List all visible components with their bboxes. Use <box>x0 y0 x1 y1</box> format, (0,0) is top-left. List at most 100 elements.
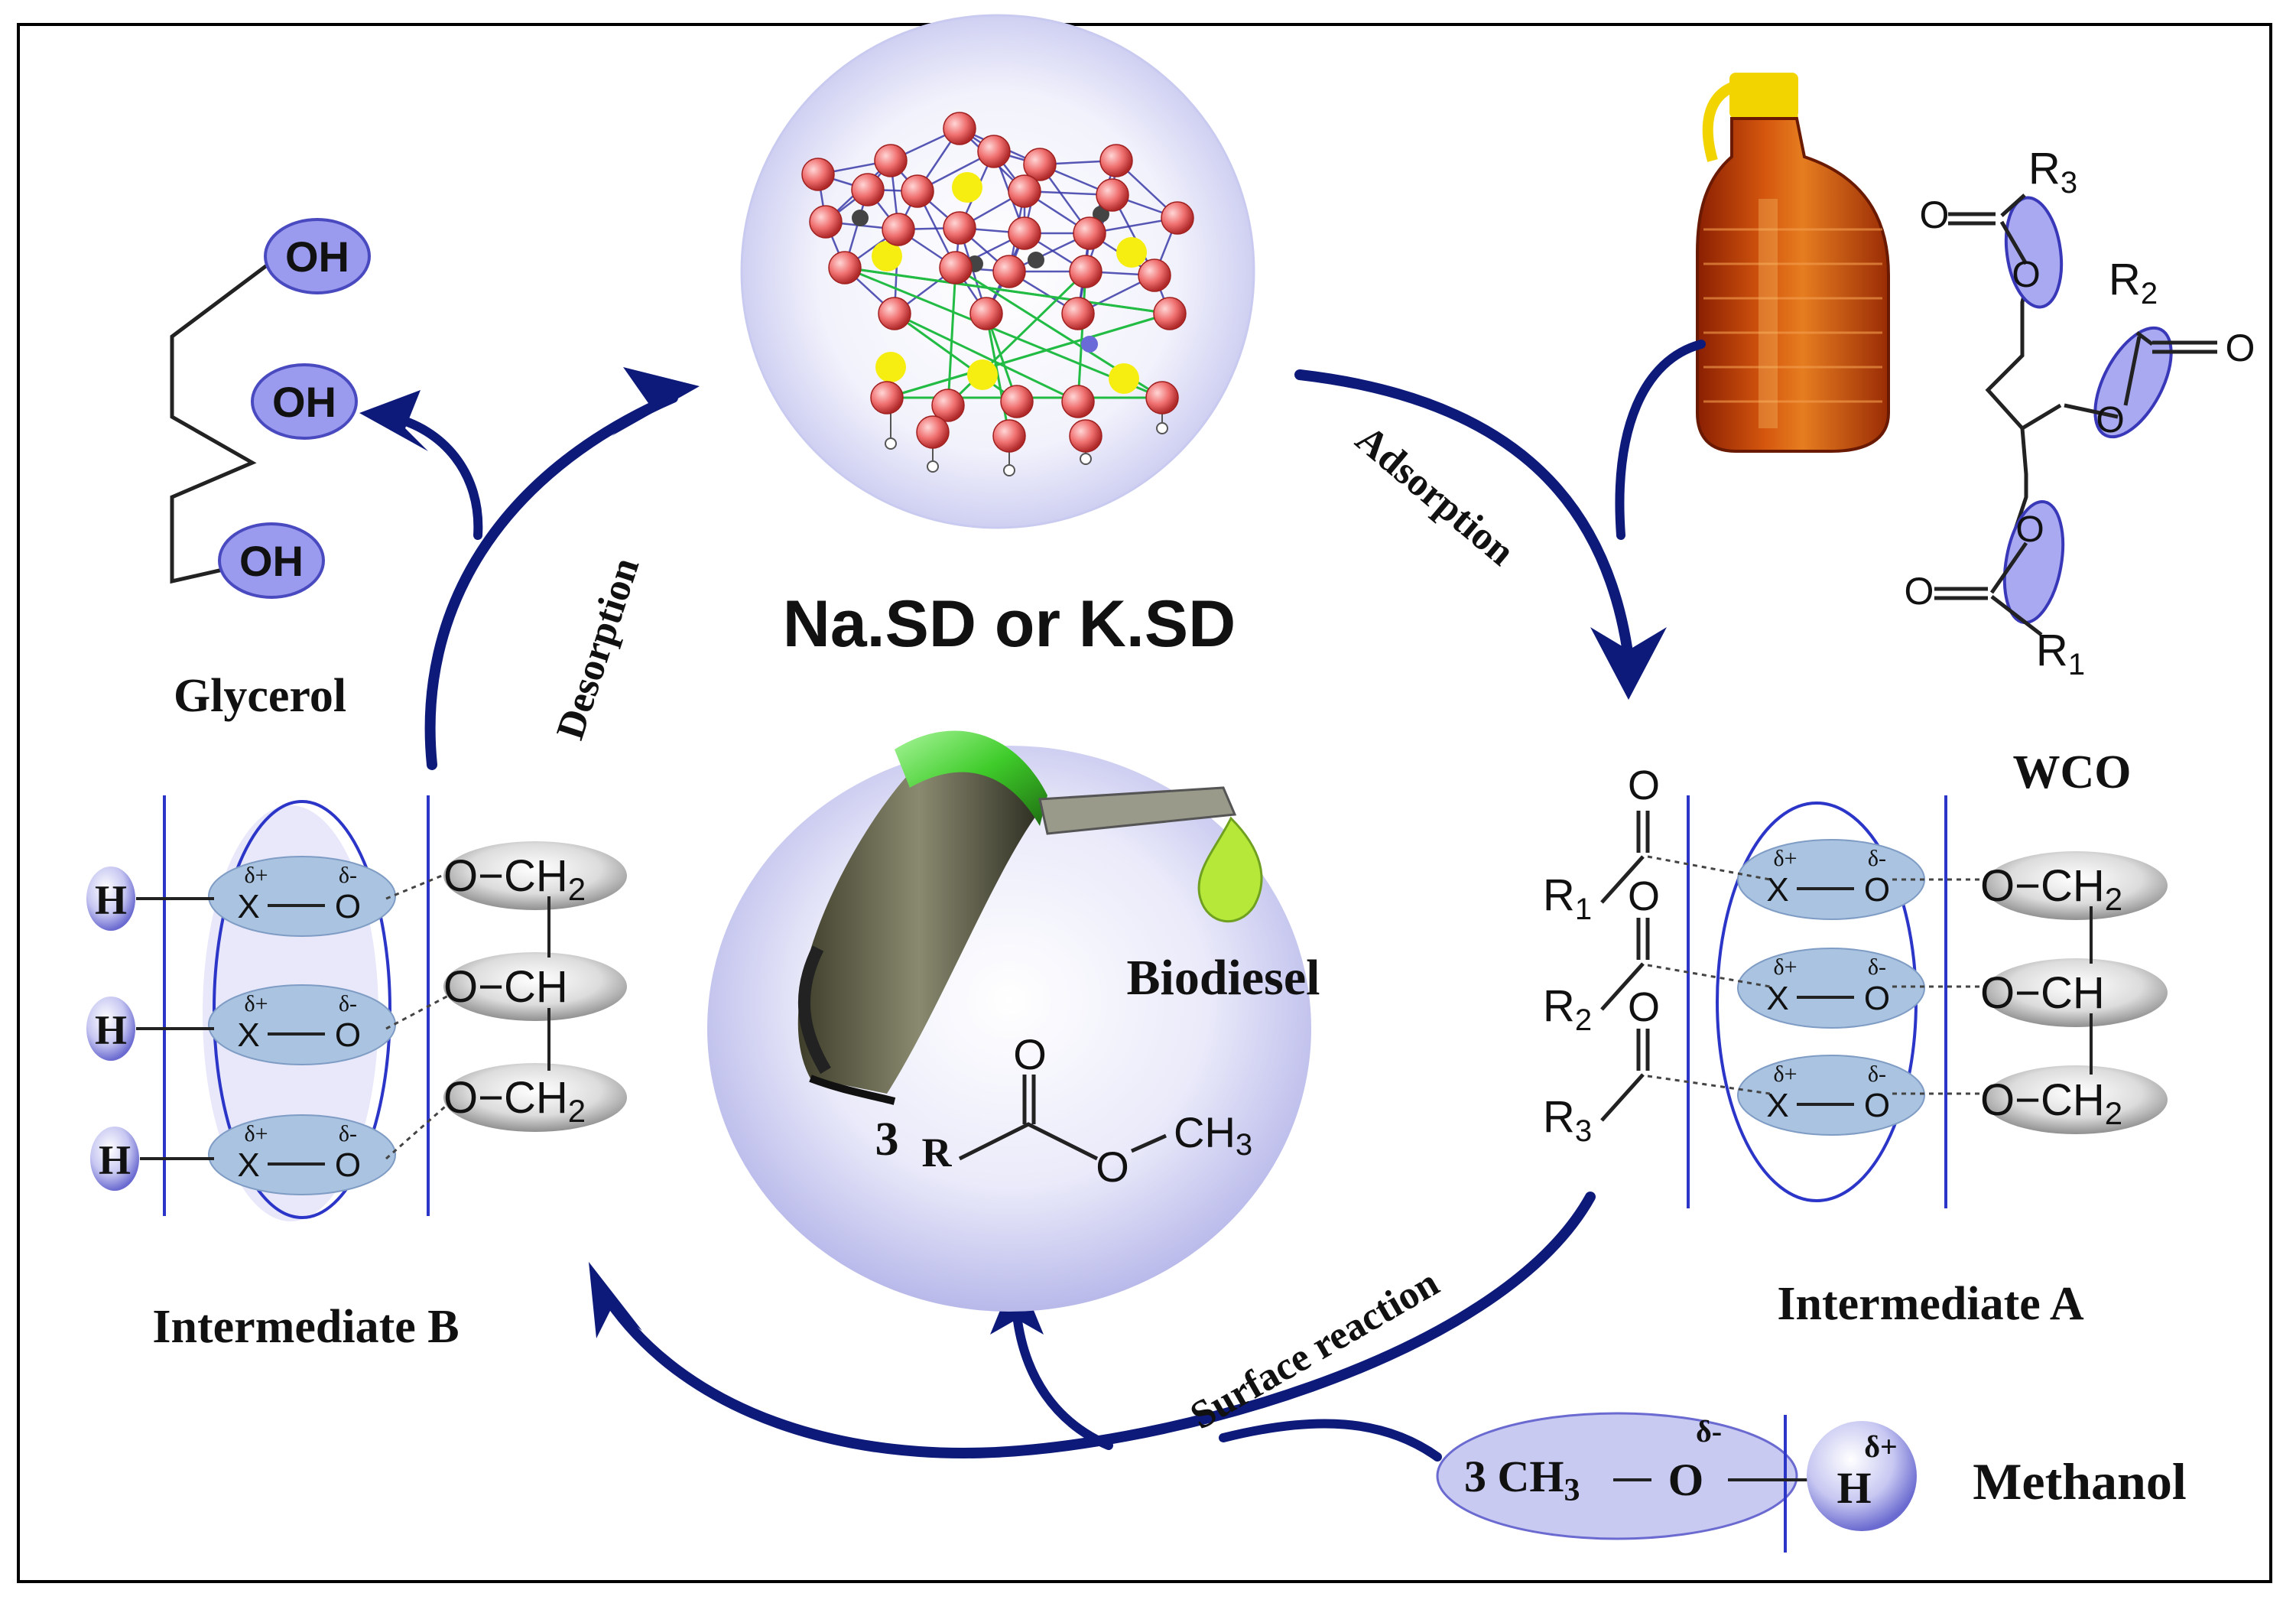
int-a-dplus-1: δ+ <box>1773 846 1797 871</box>
catalyst-label: Na.SD or K.SD <box>783 587 1236 661</box>
lattice-atom-red <box>969 297 1003 330</box>
catalyst-structure <box>740 14 1255 529</box>
lattice-atom-small <box>1003 464 1015 476</box>
lattice-atom-red <box>1069 255 1103 288</box>
int-b-h-1: H <box>95 877 127 923</box>
tg-carbonyl-o-1: O <box>1905 570 1934 613</box>
tg-ester-o-3: O <box>2012 255 2040 295</box>
lattice-bond <box>947 267 957 406</box>
lattice-atom-red <box>1145 381 1179 415</box>
int-b-dminus-3: δ- <box>339 1121 357 1146</box>
lattice-atom-blue <box>1081 336 1098 353</box>
int-a-o-1: O <box>1864 871 1890 909</box>
int-b-dminus-1: δ- <box>339 863 357 888</box>
lattice-atom-red <box>870 381 904 415</box>
lattice-atom-red <box>1061 385 1095 418</box>
int-a-o-2: O <box>1864 980 1890 1017</box>
lattice-atom-red <box>1000 385 1034 418</box>
biodiesel-coefficient: 3 <box>875 1114 899 1166</box>
int-a-o-3: O <box>1864 1087 1890 1124</box>
lattice-atom-red <box>878 297 911 330</box>
methyl-ester-formula: 3 R O O CH3 <box>875 1030 1253 1191</box>
int-a-r2: R2 <box>1543 981 1592 1037</box>
tg-r1: R1 <box>2036 626 2085 681</box>
glycerol-oh-2: OH <box>272 378 336 426</box>
lattice-bond <box>894 312 1079 403</box>
lattice-atom-red <box>1061 297 1095 330</box>
lattice-atom-red <box>1161 201 1194 235</box>
int-b-h-3: H <box>99 1137 131 1183</box>
triglyceride-molecule: O O R3 O O R2 O O R1 <box>1905 144 2255 681</box>
lattice-bond <box>894 312 1018 403</box>
wco-label: WCO <box>2013 746 2132 798</box>
tg-carbonyl-o-2: O <box>2226 327 2255 369</box>
biodiesel-ester-o: O <box>1096 1143 1129 1191</box>
methanol-ch3: 3 CH3 <box>1464 1452 1580 1508</box>
lattice-atom-red <box>1138 258 1171 292</box>
int-a-x-2: X <box>1766 980 1788 1017</box>
int-b-h-2: H <box>95 1007 127 1053</box>
lattice-bond <box>844 266 1171 315</box>
glycerol-molecule: OH OH OH <box>170 218 371 599</box>
lattice-atom-red <box>882 213 915 246</box>
lattice-atom-red <box>1023 148 1057 181</box>
int-a-r1: R1 <box>1543 870 1592 926</box>
lattice-atom-red <box>1153 297 1187 330</box>
lattice-atom-yellow <box>967 359 998 390</box>
tg-ester-o-2: O <box>2096 400 2124 441</box>
int-a-x-3: X <box>1766 1087 1788 1124</box>
int-a-dminus-1: δ- <box>1868 846 1886 871</box>
methanol-delta-plus: δ+ <box>1864 1429 1898 1464</box>
lattice-atom-red <box>1099 144 1133 177</box>
int-a-dminus-3: δ- <box>1868 1062 1886 1087</box>
lattice-atom-red <box>1069 419 1103 453</box>
glycerol-oh-3: OH <box>239 537 304 585</box>
lattice-atom-red <box>916 415 950 449</box>
oil-bottle-image <box>1696 73 1890 453</box>
lattice-atom-dark <box>1028 252 1044 268</box>
int-b-o-3: O <box>335 1146 361 1184</box>
int-b-dplus-1: δ+ <box>244 863 268 888</box>
lattice-atom-red <box>874 144 908 177</box>
lattice-atom-red <box>992 419 1026 453</box>
tg-ester-o-1: O <box>2015 509 2044 550</box>
int-a-x-1: X <box>1766 871 1788 909</box>
lattice-atom-red <box>977 135 1011 168</box>
lattice-atom-red <box>901 174 934 208</box>
methanol-molecule: 3 CH3 O δ- H δ+ <box>1436 1412 1917 1553</box>
int-a-carbonyl-3: O <box>1628 984 1660 1030</box>
int-a-r3: R3 <box>1543 1092 1592 1148</box>
lattice-atom-yellow <box>872 241 902 272</box>
methanol-hydrogen: H <box>1836 1463 1871 1513</box>
lattice-atom-small <box>885 437 897 450</box>
biodiesel-label: Biodiesel <box>1126 950 1320 1006</box>
lattice-atom-red <box>1008 174 1041 208</box>
int-a-dplus-2: δ+ <box>1773 954 1797 980</box>
lattice-atom-red <box>943 112 976 145</box>
lattice-atom-red <box>1096 178 1129 212</box>
lattice-atom-red <box>851 173 885 206</box>
int-a-dminus-2: δ- <box>1868 954 1886 980</box>
int-a-dplus-3: δ+ <box>1773 1062 1797 1087</box>
int-b-dplus-2: δ+ <box>244 991 268 1016</box>
int-b-o-2: O <box>335 1016 361 1054</box>
desorption-label: Desorption <box>548 552 648 744</box>
int-a-carbonyl-2: O <box>1628 873 1660 919</box>
int-a-site-3: X Oδ+ δ- <box>1737 1055 1925 1136</box>
methanol-delta-minus: δ- <box>1696 1414 1722 1449</box>
lattice-atom-red <box>1073 216 1106 250</box>
crystal-lattice <box>801 112 1194 476</box>
lattice-atom-red <box>943 211 976 245</box>
methanol-oxygen: O <box>1668 1455 1704 1505</box>
int-b-x-3: X <box>237 1146 259 1184</box>
int-b-o-1: O <box>335 888 361 925</box>
int-b-backbone-3: O−CH2 <box>443 1073 586 1129</box>
glycerol-label: Glycerol <box>174 670 346 722</box>
arrow-heads <box>359 367 1667 1338</box>
intermediate-b-label: Intermediate B <box>152 1301 459 1353</box>
int-a-backbone-3: O−CH2 <box>1980 1075 2122 1131</box>
lattice-atom-red <box>992 255 1026 288</box>
